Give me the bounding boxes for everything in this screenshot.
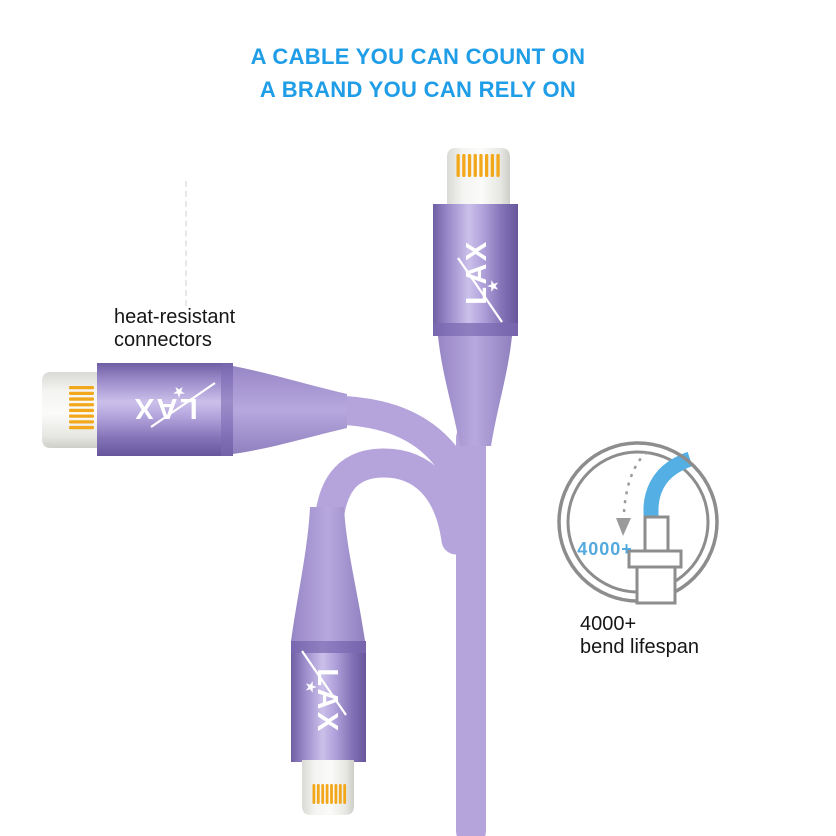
bend-lifespan-label: 4000+ bend lifespan	[580, 613, 699, 659]
connector-pins	[456, 154, 500, 177]
heat-resistant-label-line1: heat-resistant	[114, 306, 236, 328]
dashed-bend-arrow	[622, 451, 648, 513]
diagram-cable	[643, 451, 693, 521]
strain-relief	[438, 336, 512, 446]
header-tagline-line1: A CABLE YOU CAN COUNT ON	[250, 44, 586, 69]
bottom-connector: ★ LAX	[291, 507, 366, 815]
header-tagline-line2: A BRAND YOU CAN RELY ON	[259, 77, 577, 102]
diagram-connector-base	[635, 565, 677, 605]
pin	[69, 391, 94, 395]
body-shadow-band	[291, 641, 366, 653]
pin	[330, 784, 333, 804]
connector-body	[97, 363, 233, 456]
lax-logo-text: LAX	[132, 392, 198, 424]
pin	[69, 403, 94, 407]
pin	[334, 784, 338, 804]
header-tagline: A CABLE YOU CAN COUNT ON A BRAND YOU CAN…	[0, 40, 836, 106]
pin	[312, 784, 316, 804]
pin	[69, 425, 94, 430]
pin	[473, 154, 477, 177]
strain-relief	[291, 507, 365, 641]
bend-lifespan-label-line2: bend lifespan	[580, 636, 699, 658]
lax-logo: ★ LAX	[132, 382, 216, 428]
cable-path-arch	[313, 448, 471, 560]
pin	[479, 154, 483, 177]
swoosh-line	[150, 382, 216, 428]
pin	[343, 784, 347, 804]
lightning-tip	[447, 148, 510, 206]
pin	[69, 397, 94, 401]
pin	[462, 154, 466, 177]
pin	[325, 784, 329, 804]
pin	[490, 154, 494, 177]
pin	[485, 154, 489, 177]
swoosh-line	[301, 650, 347, 716]
connector-pins	[312, 784, 347, 804]
pin	[69, 414, 94, 418]
body-shadow-band	[433, 323, 518, 336]
star-icon: ★	[485, 279, 502, 292]
arrowhead-icon	[616, 518, 631, 536]
bend-test-diagram: 4000+	[557, 441, 719, 605]
top-connector: ★ LAX	[433, 148, 518, 446]
body-shadow-band	[221, 363, 233, 456]
bend-count-label: 4000+	[577, 539, 633, 559]
pin	[69, 420, 94, 424]
bend-lifespan-label-line1: 4000+	[580, 613, 637, 635]
pin	[467, 154, 472, 177]
pin	[69, 386, 94, 390]
leader-line	[185, 181, 187, 306]
star-icon: ★	[302, 680, 319, 693]
lax-logo: ★ LAX	[457, 239, 503, 323]
diagram-connector-flange	[627, 549, 683, 569]
pin	[456, 154, 460, 177]
star-icon: ★	[172, 383, 185, 400]
pin	[338, 784, 342, 804]
strain-relief	[233, 366, 347, 454]
heat-resistant-label-line2: connectors	[114, 329, 212, 351]
connector-body	[291, 641, 366, 762]
pin	[69, 408, 94, 413]
heat-resistant-label: heat-resistant connectors	[114, 306, 235, 352]
left-connector: ★ LAX	[42, 363, 347, 456]
swoosh-line	[457, 257, 503, 323]
lax-logo-text: LAX	[311, 668, 343, 734]
lax-logo-text: LAX	[461, 239, 493, 305]
pin	[321, 784, 325, 804]
pin	[316, 784, 320, 804]
pin	[496, 154, 500, 177]
lax-logo: ★ LAX	[301, 650, 347, 734]
connector-pins	[69, 386, 94, 430]
connector-body	[433, 204, 518, 336]
diagram-connector-body	[643, 515, 670, 554]
